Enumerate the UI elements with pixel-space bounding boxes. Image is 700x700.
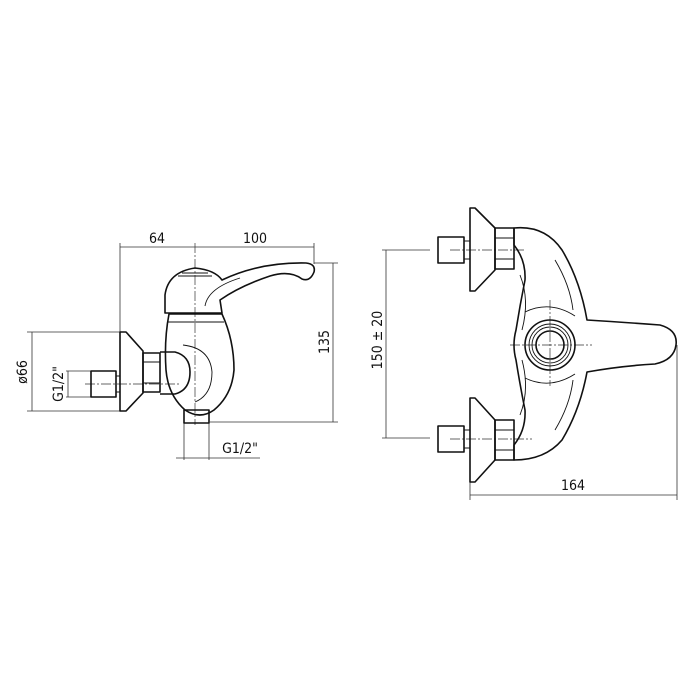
top-wall-flange: [469, 207, 496, 292]
hub-contour: [524, 373, 576, 384]
hub-contour: [524, 306, 576, 317]
dim-inlet-thread-label: G1/2": [51, 366, 67, 402]
mixer-body-front: [513, 226, 677, 461]
hub-ring: [531, 326, 569, 364]
bottom-union-nut: [494, 419, 515, 461]
side-view: 64 100 135 ø66 G1/2" G1/2": [15, 231, 338, 460]
bottom-nipple: [437, 425, 465, 453]
body-contour: [519, 359, 526, 416]
dim-offset-label: 64: [149, 231, 165, 247]
outlet-spout: [183, 409, 210, 424]
front-view: 150 ± 20 164: [370, 207, 678, 500]
dim-reach-label: 100: [243, 231, 267, 247]
hub-ring: [528, 323, 572, 367]
hub-cap: [524, 319, 576, 371]
body-contour: [182, 344, 213, 403]
bottom-wall-flange: [469, 397, 496, 483]
elbow: [160, 351, 191, 395]
wall-flange: [119, 331, 144, 412]
body-contour: [554, 379, 574, 431]
inlet-nipple: [90, 370, 117, 398]
mixer-body: [164, 313, 235, 416]
body-contour: [519, 274, 526, 331]
union-nut: [142, 352, 161, 393]
dim-plate-diameter-label: ø66: [15, 360, 31, 384]
dim-width-label: 164: [561, 478, 585, 494]
lever-contour: [204, 277, 241, 307]
hub-bore: [535, 330, 565, 360]
lever-handle: [164, 262, 316, 314]
nipple-collar: [116, 375, 121, 393]
top-union-nut: [494, 227, 515, 270]
body-contour: [554, 259, 574, 311]
dim-outlet-thread-label: G1/2": [222, 441, 258, 457]
dim-height-label: 135: [317, 330, 333, 354]
dim-centres-label: 150 ± 20: [370, 311, 386, 370]
top-nipple: [437, 236, 465, 264]
